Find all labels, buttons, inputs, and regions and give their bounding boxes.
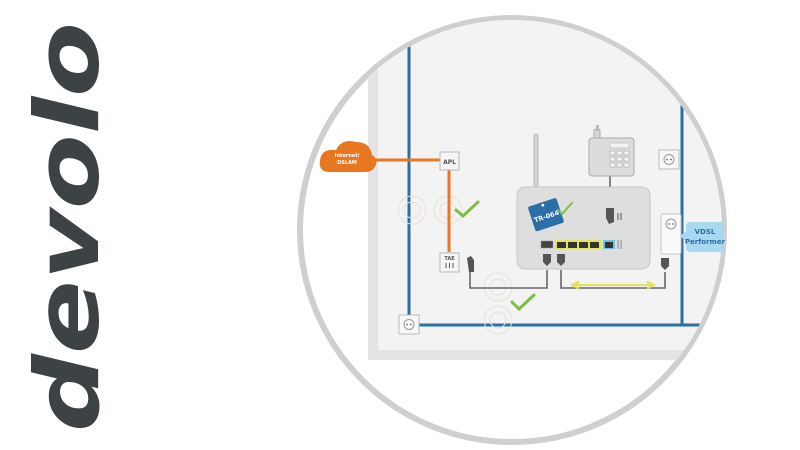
tae-plug-icon (467, 256, 474, 272)
ethernet-plug-icon (543, 254, 551, 266)
check-icon (557, 202, 573, 216)
tae-label: TAE (444, 256, 455, 262)
devolo-logo: devolo (16, 22, 119, 432)
ethernet-plug-icon (661, 258, 669, 270)
tae-socket: TAE (439, 252, 460, 273)
wall-socket (658, 149, 680, 170)
check-icon (454, 200, 480, 219)
phone-plug-icon (606, 208, 614, 224)
wall-socket (398, 314, 420, 335)
apl-box: APL (439, 151, 460, 171)
router-antenna (533, 133, 539, 189)
apl-label: APL (443, 159, 456, 166)
ethernet-plug-icon (557, 254, 565, 266)
room-floor (378, 20, 722, 350)
check-icon (510, 293, 536, 312)
callout-line1: VDSL (695, 228, 716, 236)
cloud-label-line1: Internet/ (335, 153, 360, 159)
callout-line2: Performer (685, 238, 726, 246)
tr064-badge: TR-064 (528, 198, 564, 232)
internet-cloud: Internet/ DSLAM (319, 141, 377, 172)
vdsl-performer-adapter (660, 213, 682, 270)
dsl-port (540, 240, 554, 249)
lan-ports (555, 240, 601, 249)
ethernet-link (569, 280, 657, 290)
vdsl-performer-callout: VDSL Performer (680, 222, 726, 252)
telephone (588, 125, 635, 177)
logo-text: devolo (16, 22, 119, 432)
cloud-label-line2: DSLAM (337, 160, 357, 166)
